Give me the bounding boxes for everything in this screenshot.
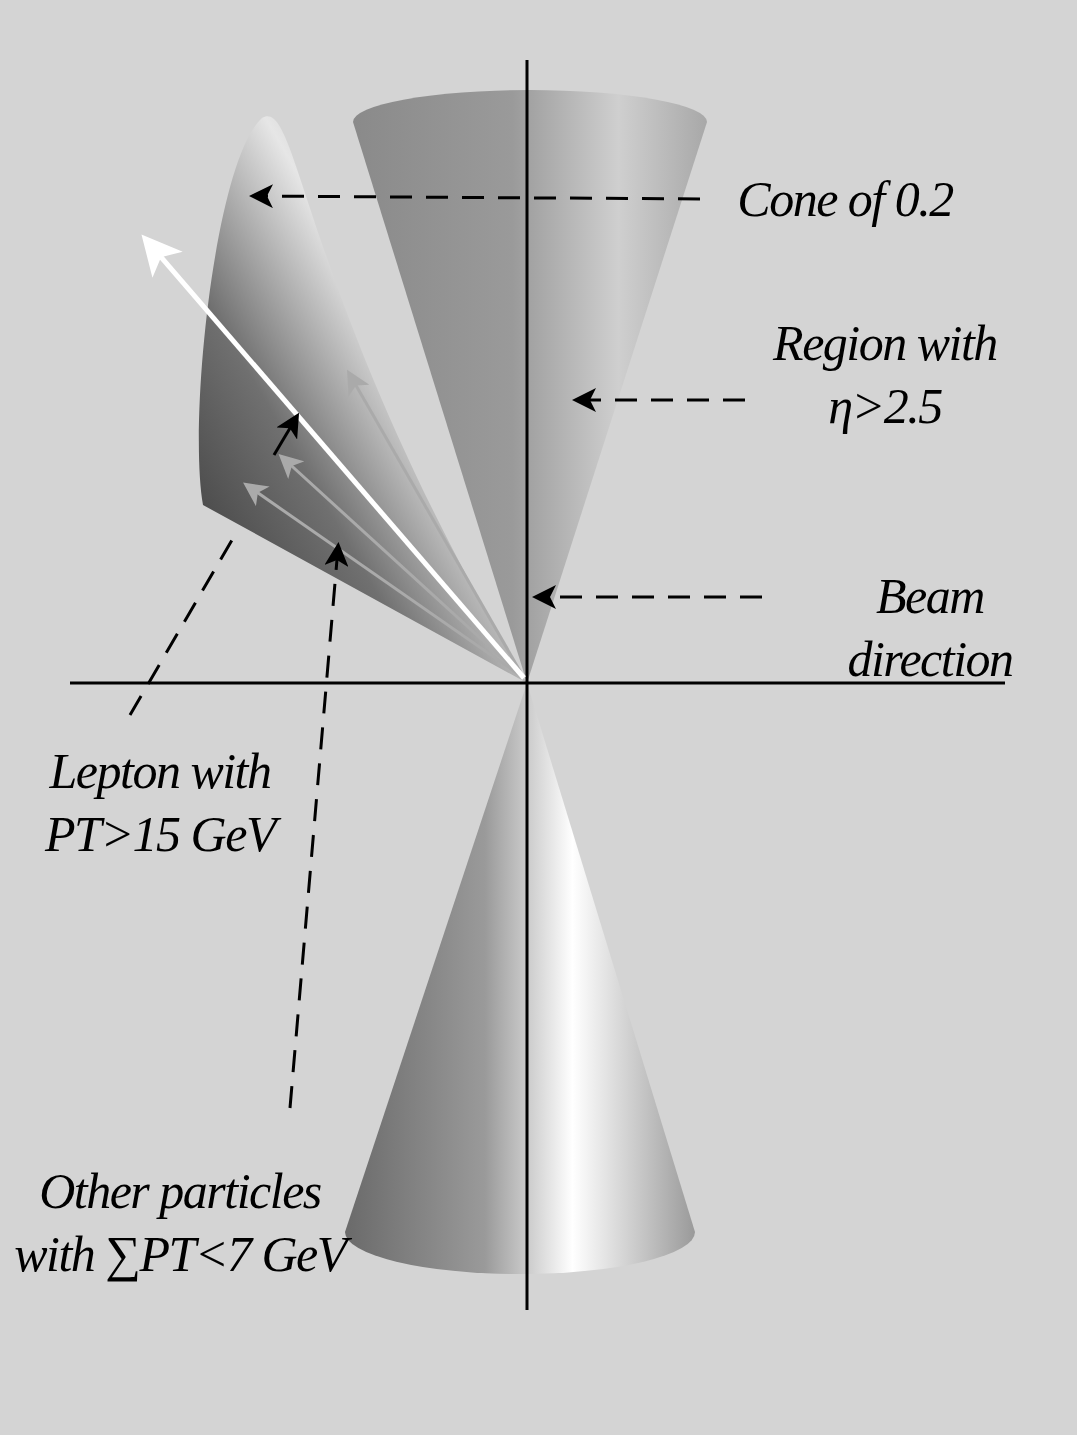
- isolation-cone: [199, 116, 527, 683]
- leader-line: [290, 548, 338, 1108]
- leader-line: [255, 196, 700, 199]
- particle-arrow: [283, 458, 524, 678]
- lepton-arrow: [148, 242, 524, 678]
- leader-line: [130, 540, 232, 715]
- particle-arrow: [350, 375, 524, 678]
- beam-axis: [526, 60, 529, 1310]
- leader-line: [274, 418, 296, 455]
- leader-line: [538, 596, 762, 599]
- region-label: Region with η>2.5: [765, 312, 1005, 437]
- beam-label: Beam direction: [795, 565, 1065, 690]
- lower-cone: [345, 683, 695, 1274]
- particles-label: Other particles with ∑PT<7 GeV: [10, 1160, 350, 1285]
- lepton-label: Lepton with PT>15 GeV: [20, 740, 300, 865]
- leader-line: [578, 399, 745, 402]
- cone-label: Cone of 0.2: [725, 168, 965, 231]
